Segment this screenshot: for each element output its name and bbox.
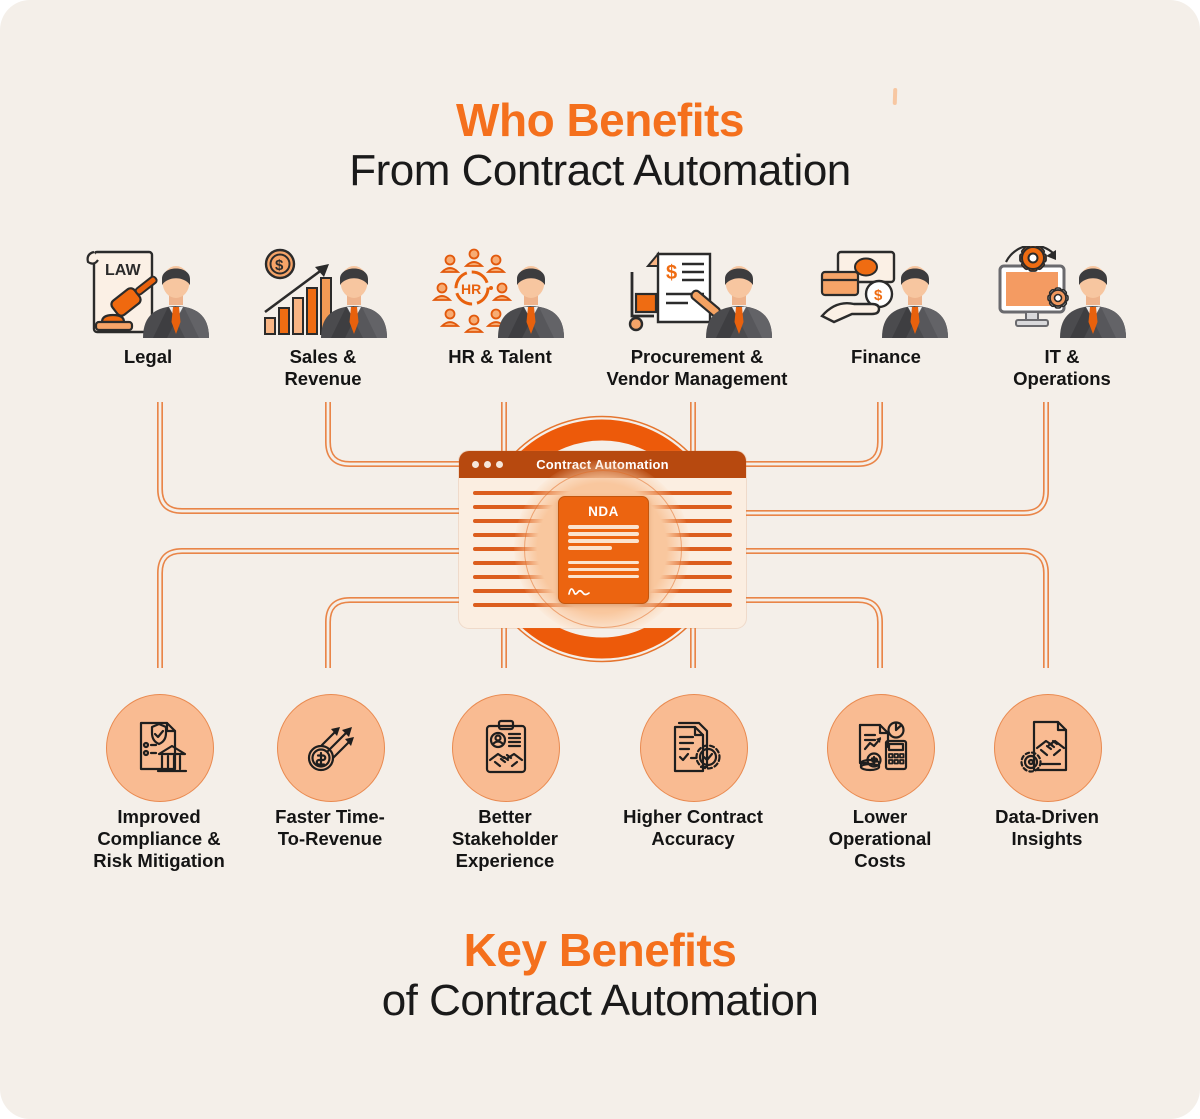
beneficiary-label-legal: Legal (123, 346, 173, 367)
benefit-label-revenue: Faster Time- To-Revenue (275, 806, 385, 849)
svg-text:$: $ (275, 257, 284, 274)
doc-line (568, 560, 639, 564)
nda-document-card: NDA (558, 496, 649, 604)
shield-document-bank-icon (139, 721, 188, 773)
doc-line (568, 567, 639, 571)
benefit-bubble-costs (827, 694, 935, 802)
bottom-title-accent: Key Benefits (463, 924, 737, 976)
doc-line (568, 574, 639, 578)
svg-text:$: $ (874, 287, 883, 304)
nda-label: NDA (588, 504, 619, 519)
benefit-label-accuracy: Higher Contract Accuracy (623, 806, 763, 849)
report-calculator-coins-icon (858, 721, 908, 772)
benefit-label-costs: Lower Operational Costs (828, 806, 932, 871)
signature-icon (568, 588, 590, 596)
benefit-bubble-compliance (106, 694, 214, 802)
clipboard-profile-handshake-icon (485, 719, 527, 774)
doc-line (568, 546, 612, 550)
bottom-title-rest: of Contract Automation (381, 976, 819, 1025)
law-document-gavel-icon: LAW (86, 250, 209, 338)
it-illustration (987, 246, 1137, 346)
gear-large (1019, 246, 1047, 272)
glow-ring (524, 470, 682, 628)
doc-line (568, 539, 639, 543)
purchase-doc-trolley-icon: $ (628, 251, 772, 338)
svg-text:$: $ (666, 262, 677, 284)
top-title-accent: Who Benefits (456, 94, 744, 146)
document-handshake-gear-icon (1020, 720, 1068, 773)
legal-illustration: LAW (73, 246, 223, 346)
growth-bars-coin-icon: $ (264, 248, 387, 338)
beneficiary-label-procurement: Procurement & Vendor Management (606, 346, 788, 389)
money-card-hand-icon: $ (820, 250, 948, 338)
hr-people-network-icon: HR (431, 248, 564, 338)
gear-small (1047, 287, 1069, 309)
benefit-bubble-revenue (277, 694, 385, 802)
checked-document-seal-icon (673, 721, 721, 773)
beneficiary-label-it: IT & Operations (1013, 346, 1111, 389)
benefit-bubble-stakeholder (452, 694, 560, 802)
window-dot-icon (484, 461, 491, 468)
benefit-label-stakeholder: Better Stakeholder Experience (452, 806, 558, 871)
beneficiary-label-finance: Finance (851, 346, 921, 367)
finance-illustration: $ (811, 246, 961, 346)
beneficiary-label-hr: HR & Talent (448, 346, 552, 367)
top-title-rest: From Contract Automation (349, 146, 851, 195)
top-title: Who Benefits From Contract Automation (0, 94, 1200, 196)
bottom-title: Key Benefits of Contract Automation (0, 924, 1200, 1026)
doc-line (568, 532, 639, 536)
connector-pipes (157, 402, 1049, 668)
monitor-gears-icon (998, 246, 1126, 338)
benefit-label-insights: Data-Driven Insights (995, 806, 1099, 849)
coin-speed-arrows-icon (307, 727, 354, 772)
benefit-bubble-accuracy (640, 694, 748, 802)
benefit-bubble-insights (994, 694, 1102, 802)
window-dot-icon (472, 461, 479, 468)
hr-illustration: HR (425, 246, 575, 346)
window-dot-icon (496, 461, 503, 468)
svg-text:HR: HR (461, 281, 481, 297)
sales-illustration: $ (248, 246, 398, 346)
benefit-label-compliance: Improved Compliance & Risk Mitigation (93, 806, 225, 871)
contract-automation-window: Contract Automation NDA (459, 451, 746, 628)
doc-line (568, 525, 639, 529)
svg-text:LAW: LAW (105, 262, 141, 279)
procurement-illustration: $ (613, 246, 783, 346)
beneficiary-label-sales: Sales & Revenue (284, 346, 362, 389)
